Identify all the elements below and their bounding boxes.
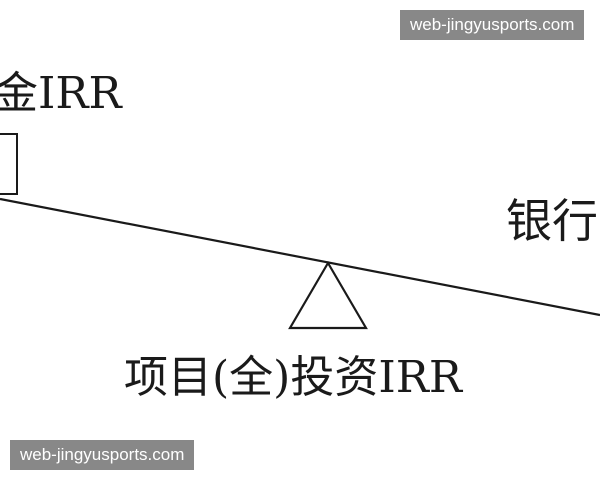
watermark-bottom: web-jingyusports.com [10,440,195,470]
balance-beam [0,197,600,317]
watermark-top: web-jingyusports.com [400,10,585,40]
left-weight-box [0,133,18,195]
right-label: 银行 [506,194,598,248]
fulcrum-triangle [288,260,368,330]
fulcrum-label: 项目(全)投资IRR [124,352,462,403]
left-label: 金IRR [0,68,122,119]
